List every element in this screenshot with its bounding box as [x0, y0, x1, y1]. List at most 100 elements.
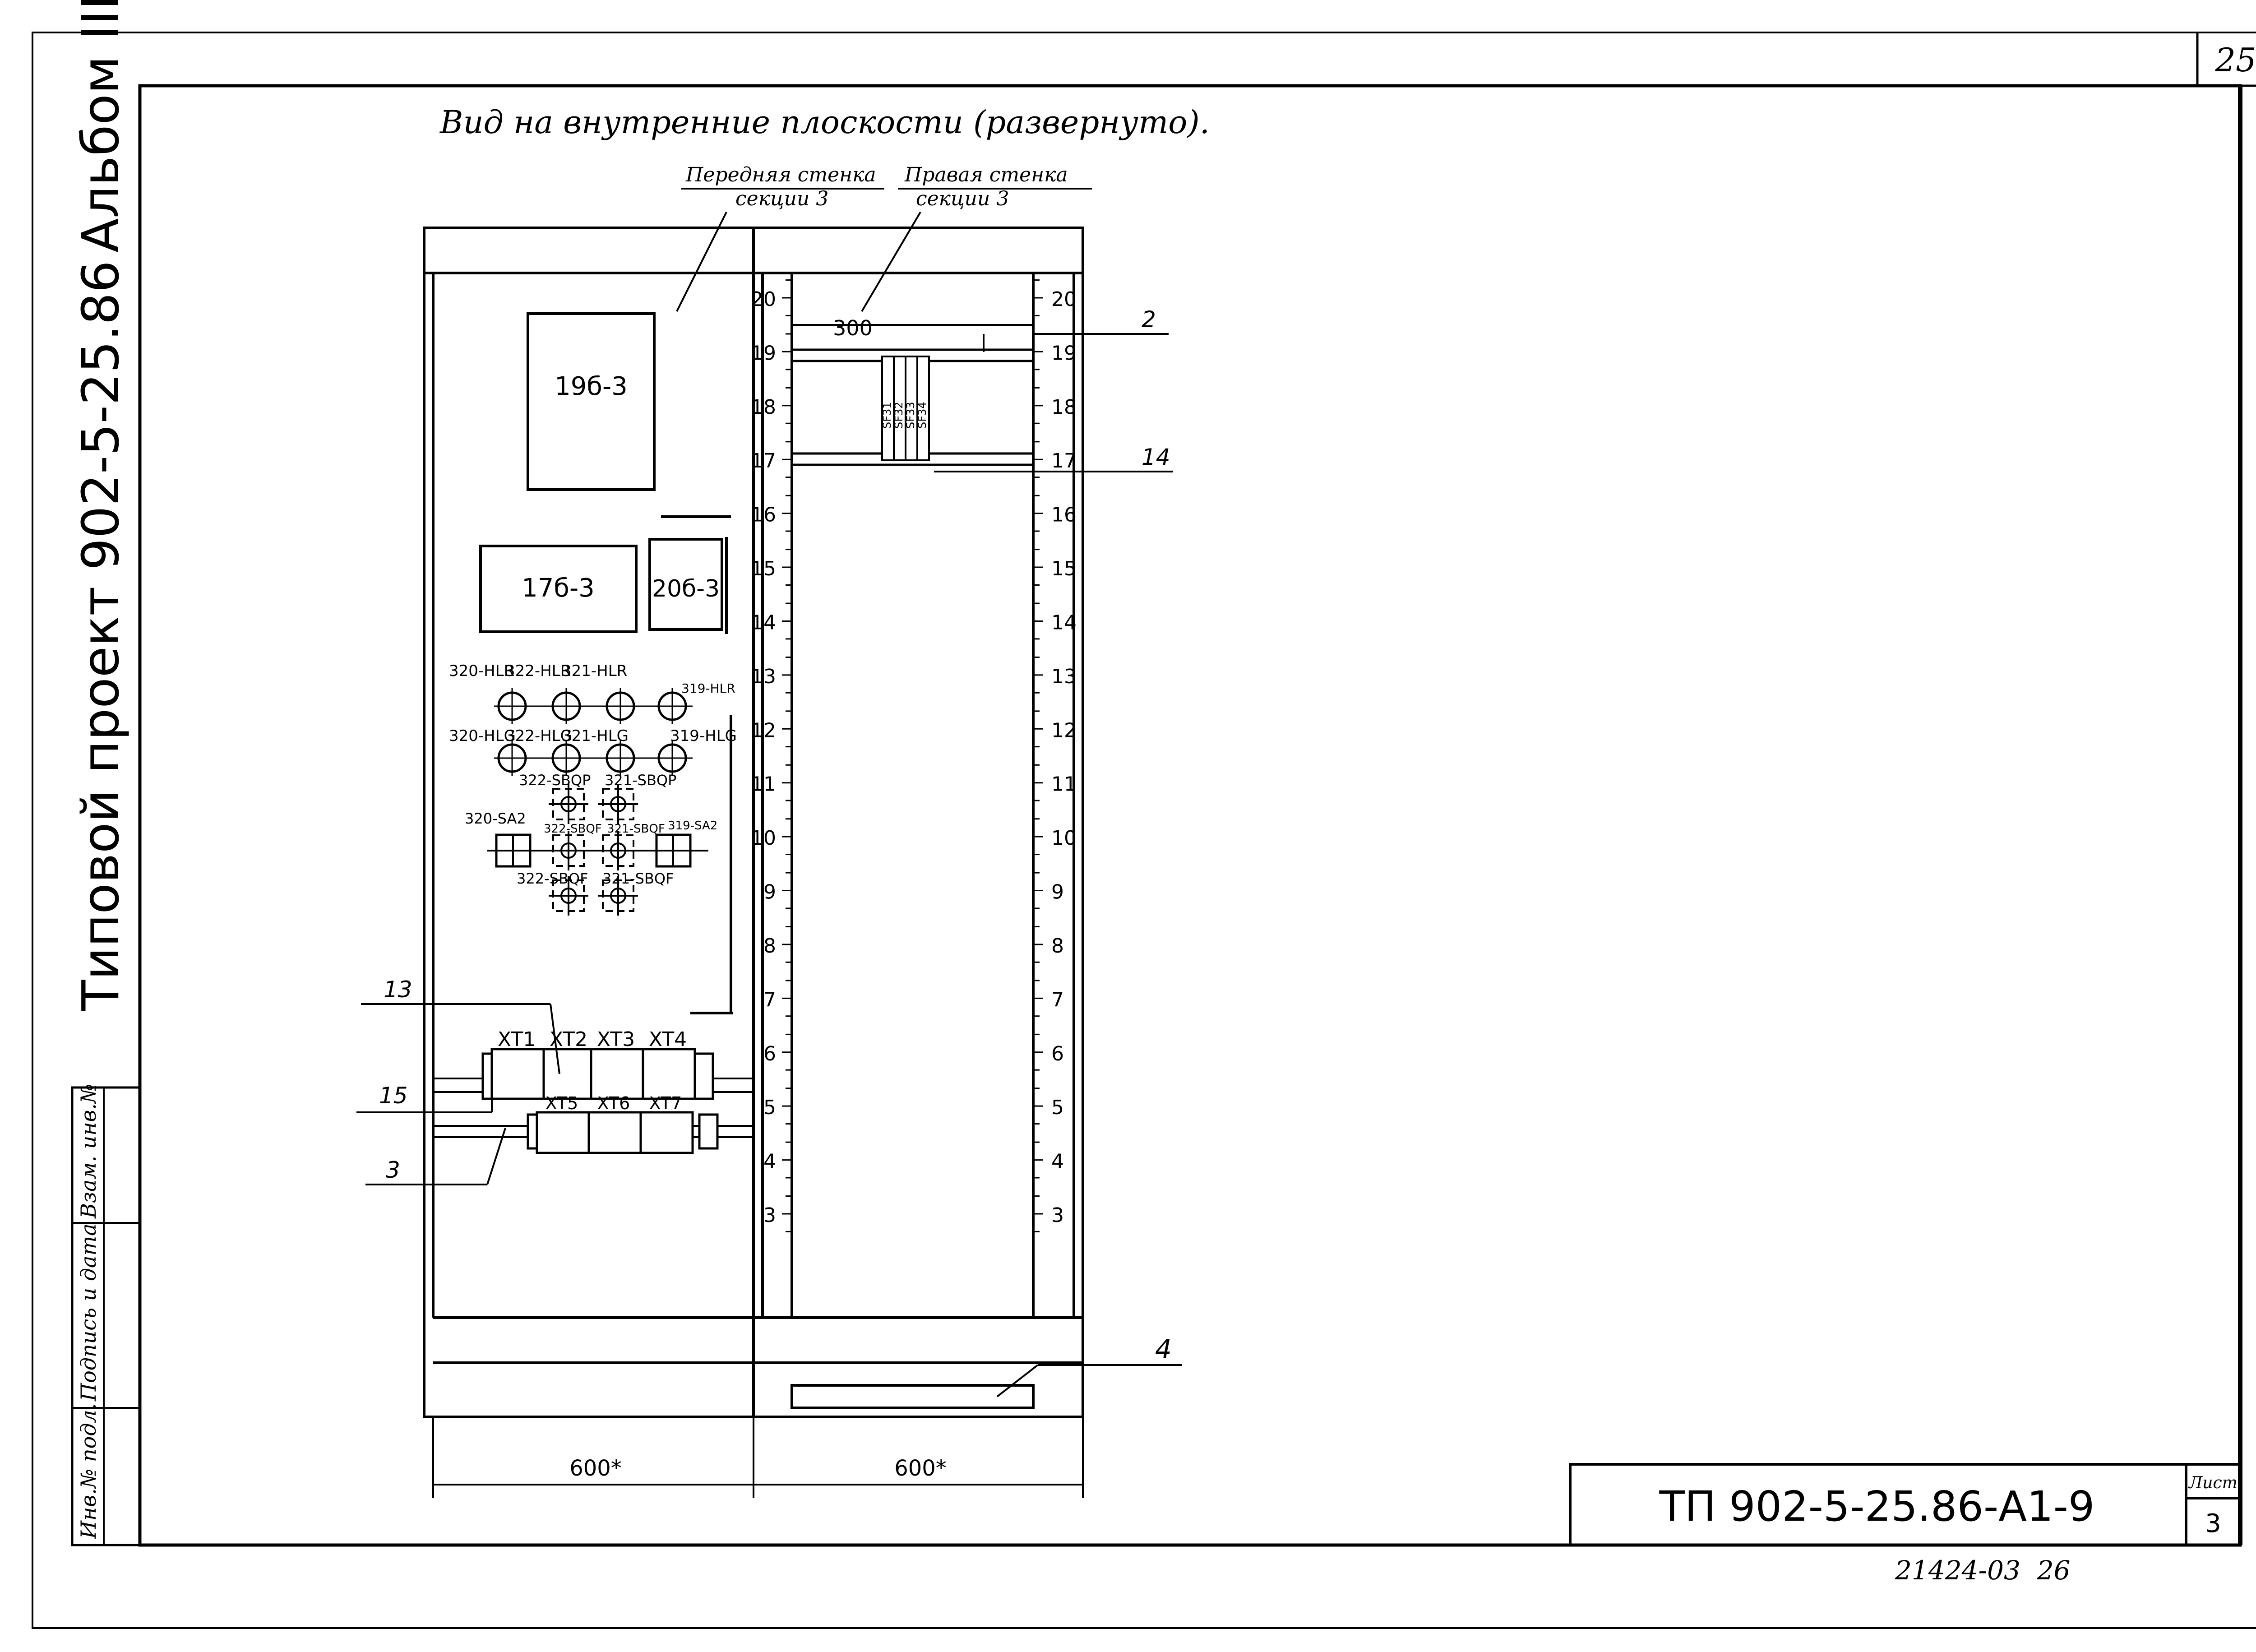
scale-mark: 20 [1051, 288, 1077, 311]
device-19b3 [527, 312, 656, 491]
sheet-number-box [2196, 32, 2256, 87]
terminal-label: XT3 [597, 1028, 635, 1051]
title-block [1569, 1463, 2242, 1546]
scale-mark: 7 [763, 988, 776, 1011]
terminal-block [642, 1048, 696, 1100]
callout-15: 15 [379, 1083, 408, 1109]
device-19b3-label: 19б-3 [555, 372, 628, 401]
scale-mark: 18 [751, 396, 776, 419]
breaker-label: SF33 [904, 402, 917, 429]
title-block-sheet-label: Лист [2188, 1474, 2238, 1492]
terminal-block [590, 1048, 644, 1100]
lamp-hlr-label: 319-HLR [681, 681, 735, 696]
callout-2: 2 [1142, 306, 1156, 333]
lamp-hlg-label: 319-HLG [670, 727, 737, 745]
front-wall-section: секции 3 [735, 187, 828, 210]
callout-3: 3 [386, 1157, 400, 1183]
scale-mark: 19 [1051, 342, 1077, 365]
terminal-block [587, 1111, 642, 1154]
right-wall-label: Правая стенка [904, 163, 1068, 186]
device-20b3 [648, 538, 723, 631]
scale-mark: 5 [763, 1096, 776, 1119]
scale-mark: 14 [751, 611, 776, 634]
lamp-hlg-label: 321-HLG [562, 727, 629, 745]
scale-mark: 13 [1051, 665, 1077, 688]
breaker [916, 356, 930, 461]
scale-mark: 18 [1051, 396, 1077, 419]
right-wall-section: секции 3 [916, 187, 1009, 210]
scale-mark: 10 [1051, 827, 1077, 850]
scale-mark: 20 [751, 288, 776, 311]
terminal-label: XT5 [546, 1093, 578, 1113]
stamp-vzam-inv: Взам. инв.№ [76, 1083, 101, 1219]
scale-mark: 11 [751, 773, 776, 796]
title-block-sheet-value: 3 [2205, 1509, 2221, 1538]
stamp-inv-podl: Инв.№ подл. [76, 1403, 101, 1539]
breaker [893, 356, 906, 461]
scale-mark: 13 [751, 665, 776, 688]
callout-14: 14 [1142, 444, 1170, 470]
dim-600-right: 600* [894, 1456, 947, 1481]
device-20b3-label: 20б-3 [652, 575, 720, 602]
breaker-label: SF34 [916, 402, 929, 429]
btn-321-sbqf-b-label: 321-SBQF [602, 870, 674, 887]
scale-mark: 11 [1051, 773, 1077, 796]
lamp-hlr-label: 322-HLR [505, 662, 571, 680]
btn-322-sbqp-label: 322-SBQP [519, 772, 591, 789]
scale-mark: 12 [751, 719, 776, 742]
cabinet-drawing [423, 227, 1084, 1418]
scale-mark: 9 [1051, 881, 1064, 904]
scale-mark: 3 [763, 1204, 776, 1227]
terminal-label: XT1 [498, 1028, 536, 1051]
terminal-block [536, 1111, 590, 1154]
front-wall-label: Передняя стенка [685, 163, 876, 186]
terminal-block [542, 1048, 597, 1100]
scale-mark: 9 [763, 881, 776, 904]
scale-mark: 5 [1051, 1096, 1064, 1119]
btn-322-sbqf-a-label: 322-SBQF [544, 822, 602, 836]
sa2-320-label: 320-SA2 [465, 810, 526, 827]
scale-mark: 14 [1051, 611, 1077, 634]
lamp-hlg-label: 322-HLG [505, 727, 572, 745]
dim-300: 300 [833, 316, 873, 340]
lamp-hlr-label: 321-HLR [562, 662, 627, 680]
breaker-label: SF31 [881, 402, 893, 429]
sheet-number-top: 25 [2214, 41, 2256, 79]
album-title: Альбом III [72, 0, 130, 253]
scale-mark: 8 [1051, 935, 1064, 958]
project-title: Типовой проект 902-5-25.86 [72, 260, 130, 1011]
scale-mark: 16 [751, 504, 776, 527]
terminal-label: XT7 [649, 1093, 682, 1113]
scale-mark: 15 [751, 557, 776, 580]
scale-mark: 17 [751, 449, 776, 472]
device-17b3-label: 17б-3 [522, 574, 595, 603]
btn-321-sbqp-label: 321-SBQP [605, 772, 676, 789]
scale-mark: 6 [1051, 1042, 1064, 1065]
inner-frame [138, 84, 2242, 1547]
buttons-group [487, 784, 708, 916]
scale-mark: 3 [1051, 1204, 1064, 1227]
scale-mark: 16 [1051, 504, 1077, 527]
scale-mark: 4 [1051, 1150, 1064, 1173]
title-block-designation: ТП 902-5-25.86-А1-9 [1659, 1482, 2095, 1531]
side-stamp-column [71, 1086, 141, 1546]
scale-mark: 15 [1051, 557, 1077, 580]
sa2-319-label: 319-SA2 [668, 819, 717, 833]
scale-mark: 19 [751, 342, 776, 365]
lamp-hlr-label: 320-HLR [449, 662, 514, 680]
terminal-label: XT4 [649, 1028, 687, 1051]
footer-code: 21424-03 26 [1895, 1555, 2071, 1586]
scale-mark: 10 [751, 827, 776, 850]
scale-mark: 4 [763, 1150, 776, 1173]
terminal-label: XT6 [597, 1093, 630, 1113]
callout-4: 4 [1155, 1334, 1172, 1365]
breaker-label: SF32 [892, 402, 905, 429]
lamp-hlg-label: 320-HLG [449, 727, 516, 745]
scale-mark: 17 [1051, 449, 1077, 472]
